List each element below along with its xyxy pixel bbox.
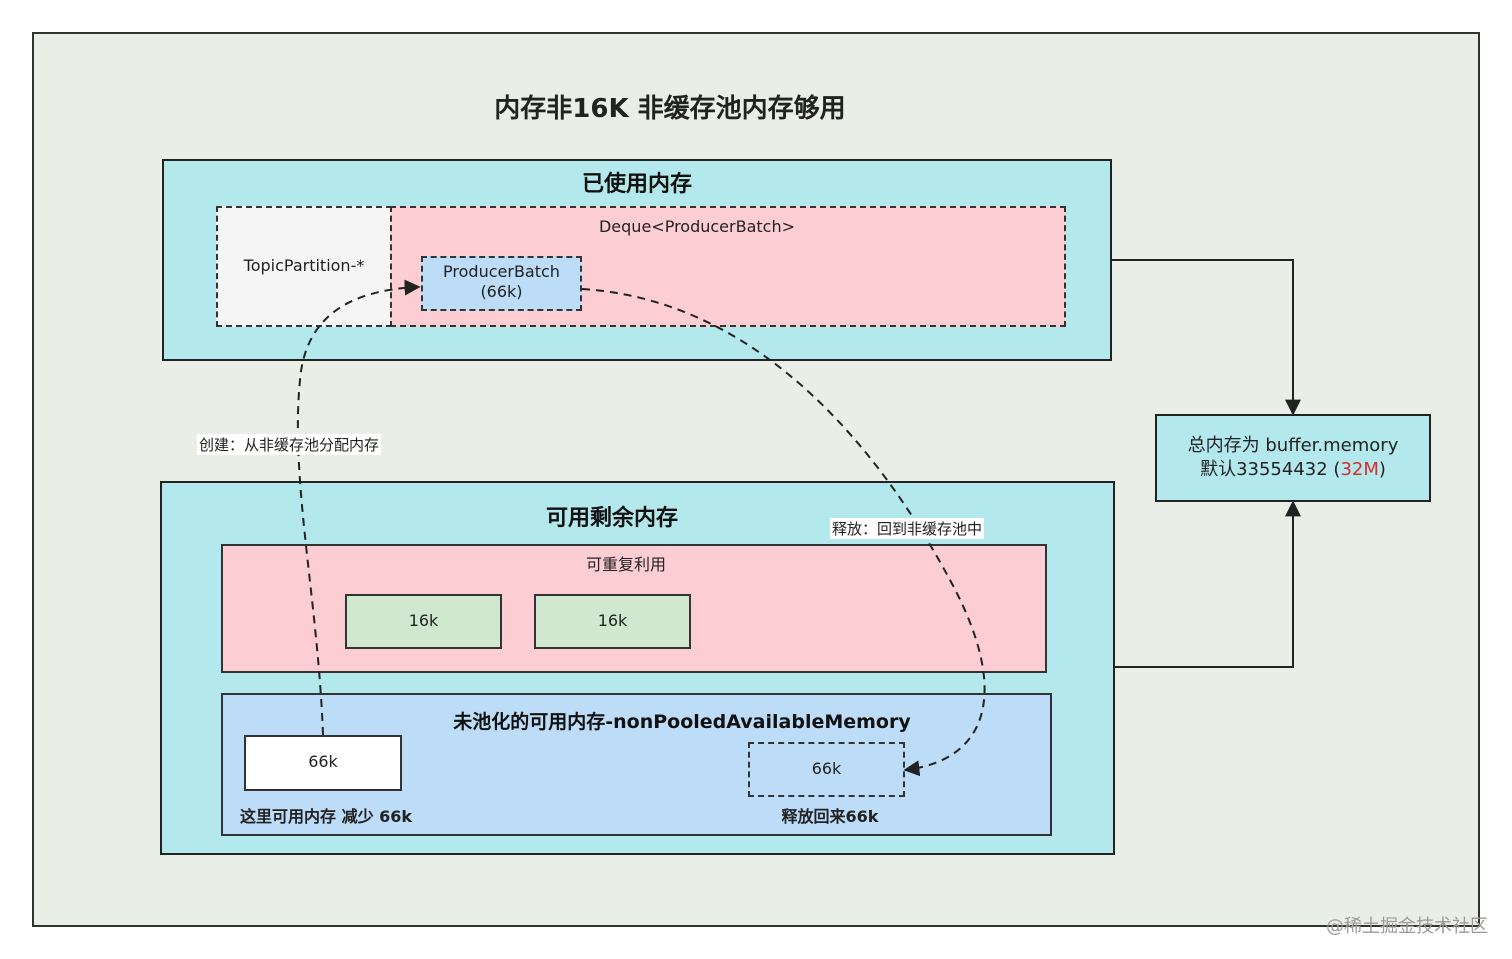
nonpooled-memory-title: 未池化的可用内存-nonPooledAvailableMemory xyxy=(453,711,911,733)
producer-batch-size: (66k) xyxy=(480,282,523,301)
total-memory-line1: 总内存为 buffer.memory xyxy=(1187,435,1399,456)
pool-chunk-2: 16k xyxy=(534,594,691,649)
create-arrow xyxy=(296,279,421,736)
watermark: @稀土掘金技术社区 xyxy=(1326,916,1488,937)
total-memory-suffix: ) xyxy=(1378,459,1386,480)
allocated-note: 这里可用内存 减少 66k xyxy=(240,807,413,826)
producer-batch-box: ProducerBatch (66k) xyxy=(421,256,582,311)
used-memory-title: 已使用内存 xyxy=(581,172,692,197)
used-to-total-connector xyxy=(1112,259,1301,416)
topic-partition-box xyxy=(216,206,392,327)
producer-batch-name: ProducerBatch xyxy=(443,262,560,281)
deque-label: Deque<ProducerBatch> xyxy=(598,217,795,236)
available-to-total-connector xyxy=(1115,500,1301,668)
total-memory-default: 默认33554432 ( xyxy=(1200,459,1341,480)
pool-chunk-1: 16k xyxy=(345,594,502,649)
total-memory-box: 总内存为 buffer.memory 默认33554432 (32M) xyxy=(1155,414,1431,502)
allocated-66k-box: 66k xyxy=(244,735,402,791)
total-memory-highlight: 32M xyxy=(1340,459,1379,480)
release-arrow xyxy=(581,288,986,777)
total-memory-line2: 默认33554432 (32M) xyxy=(1157,458,1429,482)
released-note: 释放回来66k xyxy=(781,807,879,826)
topic-partition-label: TopicPartition-* xyxy=(243,256,365,275)
release-edge-label: 释放：回到非缓存池中 xyxy=(830,518,985,539)
available-memory-title: 可用剩余内存 xyxy=(545,506,678,531)
create-edge-label: 创建：从非缓存池分配内存 xyxy=(197,434,382,455)
reusable-memory-title: 可重复利用 xyxy=(585,555,666,574)
diagram-title: 内存非16K 非缓存池内存够用 xyxy=(494,94,846,124)
